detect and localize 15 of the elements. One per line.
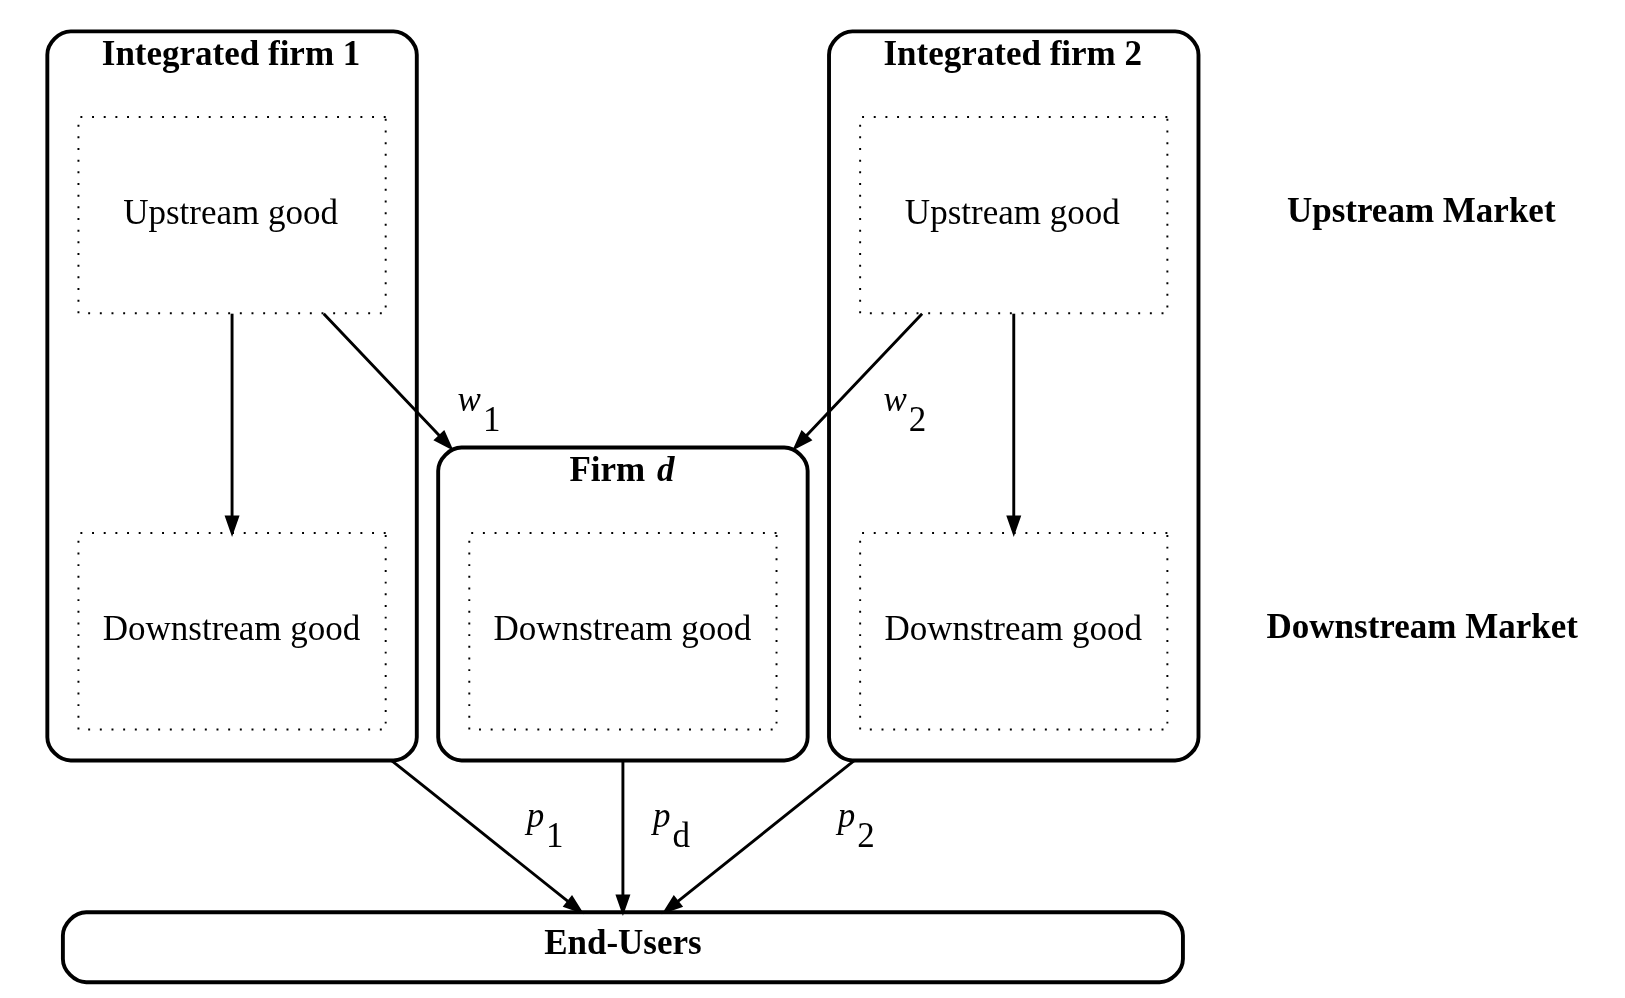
arrow <box>615 760 631 917</box>
node-box: Upstream good <box>77 115 387 315</box>
node-box: Upstream good <box>859 115 1169 315</box>
arrow <box>390 759 585 915</box>
node-box: Downstream good <box>468 532 778 731</box>
arrow <box>661 759 856 915</box>
node-box: End-Users <box>60 910 1185 985</box>
label: Downstream Market <box>1266 606 1578 646</box>
arrow <box>322 312 454 451</box>
arrow <box>224 313 240 537</box>
node-box: Downstream good <box>859 532 1169 731</box>
arrow <box>1006 313 1022 537</box>
label: Upstream Market <box>1286 190 1556 230</box>
node-box: Downstream good <box>77 532 387 731</box>
arrow <box>792 312 924 451</box>
